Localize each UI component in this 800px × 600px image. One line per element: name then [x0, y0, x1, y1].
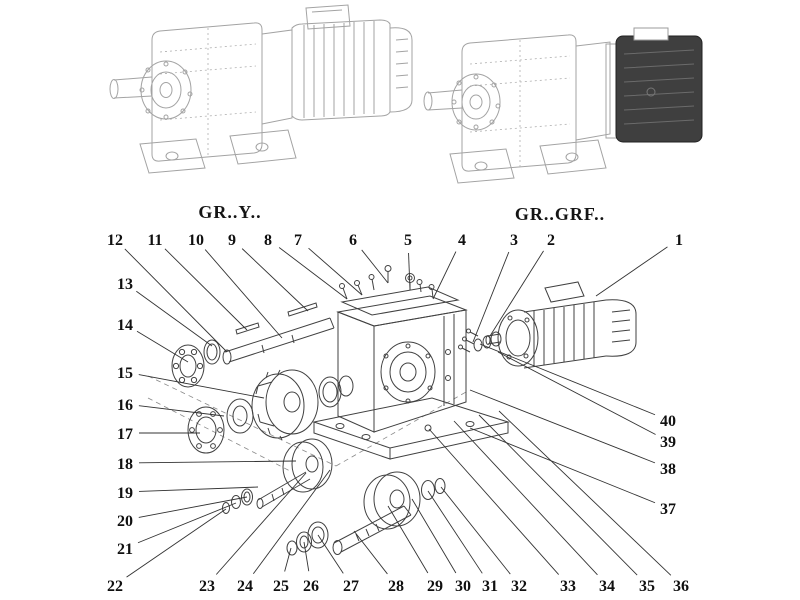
leader-line-6 — [361, 249, 389, 284]
part-number-33: 33 — [560, 578, 576, 595]
part-number-4: 4 — [458, 232, 466, 249]
part-number-13: 13 — [117, 276, 133, 293]
gearbox-housing — [312, 286, 510, 460]
second-stage-gear-group — [222, 438, 333, 514]
variant-label-gr-y: GR..Y.. — [198, 202, 262, 222]
leader-line-20 — [138, 496, 248, 518]
leader-line-36 — [498, 410, 672, 576]
part-number-27: 27 — [343, 578, 359, 595]
part-number-34: 34 — [599, 578, 615, 595]
leader-line-12 — [124, 248, 228, 353]
part-number-16: 16 — [117, 397, 133, 414]
boss-bolt-circle — [139, 61, 193, 120]
part-number-37: 37 — [660, 501, 676, 518]
leader-line-34 — [453, 420, 598, 576]
leader-line-5 — [408, 252, 411, 291]
leader-line-39 — [497, 351, 656, 435]
leader-line-9 — [241, 248, 309, 312]
part-number-36: 36 — [673, 578, 689, 595]
bore-bolt-holes — [383, 343, 433, 404]
exploded-view — [147, 265, 637, 556]
part-number-20: 20 — [117, 513, 133, 530]
first-stage-gear — [251, 369, 354, 441]
part-number-15: 15 — [117, 365, 133, 382]
part-number-12: 12 — [107, 232, 123, 249]
leader-line-13 — [136, 290, 213, 347]
part-number-24: 24 — [237, 578, 253, 595]
leader-line-8 — [278, 247, 348, 300]
part-number-3: 3 — [510, 232, 518, 249]
part-number-2: 2 — [547, 232, 555, 249]
leader-line-11 — [164, 248, 248, 331]
leader-line-2 — [489, 250, 544, 337]
part-number-5: 5 — [404, 232, 412, 249]
part-number-14: 14 — [117, 317, 133, 334]
part-number-30: 30 — [455, 578, 471, 595]
part-number-26: 26 — [303, 578, 319, 595]
boss-bolt-circle — [451, 74, 501, 130]
part-number-1: 1 — [675, 232, 683, 249]
leader-line-19 — [138, 486, 259, 492]
leader-line-35 — [478, 414, 638, 576]
leader-line-32 — [440, 486, 511, 575]
part-number-40: 40 — [660, 413, 676, 430]
leader-line-16 — [138, 405, 225, 417]
part-number-29: 29 — [427, 578, 443, 595]
part-number-39: 39 — [660, 434, 676, 451]
part-number-38: 38 — [660, 461, 676, 478]
assembled-view-gr-grf — [423, 27, 703, 184]
leader-line-33 — [428, 428, 560, 575]
leader-line-24 — [252, 469, 331, 575]
part-number-18: 18 — [117, 456, 133, 473]
part-number-31: 31 — [482, 578, 498, 595]
leader-line-23 — [215, 472, 307, 575]
part-number-17: 17 — [117, 426, 133, 443]
part-number-11: 11 — [147, 232, 162, 249]
leader-line-14 — [136, 330, 189, 363]
part-number-28: 28 — [388, 578, 404, 595]
leader-line-28 — [353, 530, 388, 575]
input-shaft-group — [171, 302, 335, 388]
output-shaft-group — [286, 471, 446, 556]
variant-label-gr-grf: GR..GRF.. — [514, 204, 606, 224]
leader-line-10 — [204, 249, 283, 339]
leader-line-15 — [138, 374, 265, 399]
leader-line-7 — [308, 247, 363, 296]
leader-line-31 — [427, 490, 483, 574]
part-number-25: 25 — [273, 578, 289, 595]
part-number-21: 21 — [117, 541, 133, 558]
part-number-7: 7 — [294, 232, 302, 249]
leader-line-4 — [432, 251, 457, 300]
leader-line-21 — [137, 502, 237, 544]
leader-line-27 — [317, 534, 344, 574]
assembled-view-gr-y — [109, 4, 413, 174]
leader-line-30 — [411, 498, 457, 574]
leader-line-29 — [387, 505, 429, 574]
part-number-8: 8 — [264, 232, 272, 249]
part-number-9: 9 — [228, 232, 236, 249]
motor — [485, 281, 637, 369]
leader-line-26 — [303, 541, 310, 572]
leader-line-1 — [595, 246, 668, 297]
part-number-35: 35 — [639, 578, 655, 595]
leader-line-25 — [284, 547, 292, 572]
leader-line-38 — [469, 389, 656, 464]
part-number-32: 32 — [511, 578, 527, 595]
leader-line-3 — [472, 251, 510, 343]
part-number-23: 23 — [199, 578, 215, 595]
cover-bolts — [339, 265, 435, 300]
leader-line-18 — [138, 460, 297, 464]
part-number-6: 6 — [349, 232, 357, 249]
part-number-10: 10 — [188, 232, 204, 249]
part-number-22: 22 — [107, 578, 123, 595]
input-coupling-parts — [458, 328, 502, 353]
output-bearings — [187, 398, 254, 454]
leader-line-37 — [469, 427, 656, 504]
leader-line-22 — [126, 508, 227, 578]
part-number-19: 19 — [117, 485, 133, 502]
leader-line-40 — [479, 343, 656, 416]
